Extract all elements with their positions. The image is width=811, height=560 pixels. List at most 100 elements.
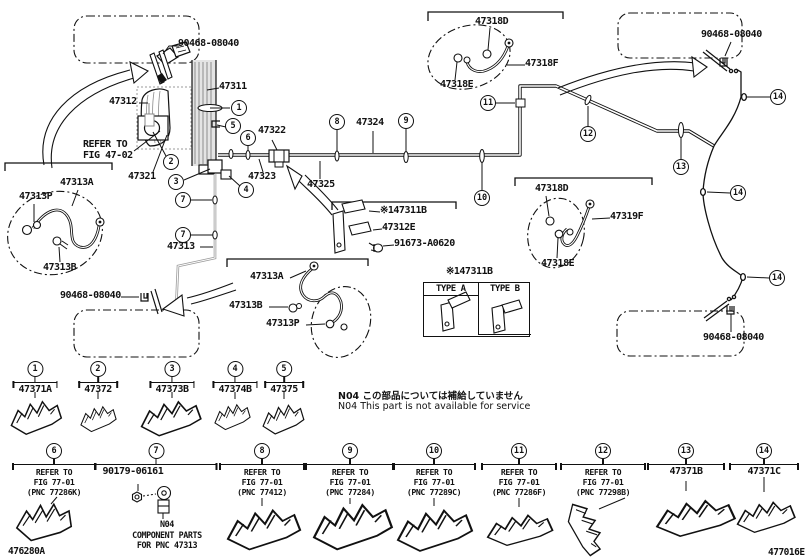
callout-5: 5 [225,118,241,134]
part-label-90468-08040-topleft: 90468-08040 [178,38,239,49]
legend-part-label-90179-06161: 90179-06161 [94,463,218,477]
callout-leader-lines [33,27,770,519]
clip-icon-10 [396,509,474,553]
pin-90468-bottom-right [703,300,735,322]
n04-component-parts-note: N04 COMPONENT PARTS FOR PNC 47313 [132,519,202,550]
clip-icon-1 [10,401,63,435]
legend-tick [763,459,765,464]
part-label-47318D-top: 47318D [475,16,509,27]
pin-90468-top-right [702,49,731,72]
callout-10: 10 [474,190,490,206]
legend-tick [602,459,604,464]
callout-14b: 14 [730,185,746,201]
legend-callout-11: 11 [511,443,527,459]
legend-callout-2: 2 [89,361,106,377]
part-label-47313A-center: 47313A [250,271,284,282]
callout-3: 3 [168,174,184,190]
legend-tick [518,459,520,464]
part-label-47324: 47324 [356,117,384,128]
legend-tick [283,377,285,382]
part-label-47322: 47322 [258,125,286,136]
part-label-47321: 47321 [128,171,156,182]
callout-14c: 14 [769,270,785,286]
dashed-leader [142,493,157,497]
legend-callout-1: 1 [27,361,43,377]
part-label-90468-08040-bottomright: 90468-08040 [703,332,764,343]
type-a-header: TYPE A [424,283,478,296]
legend-item-14: 14 47371C [729,443,799,477]
legend-tick [53,459,55,464]
part-label-47318E-mid: 47318E [541,258,575,269]
legend-item-9: 9 REFER TO FIG 77-01 (PNC 77284) [305,443,395,497]
legend-item-12: 12 REFER TO FIG 77-01 (PNC 77298B) [560,443,646,497]
main-brake-tube [218,84,715,168]
legend-callout-4: 4 [227,361,243,377]
clip-icon-3 [140,401,202,437]
part-label-47313B-left: 47313B [43,262,77,273]
legend-tick [349,459,351,464]
legend-item-5: 5 47375 [264,361,304,395]
part-label-47313P-center: 47313P [266,318,300,329]
part-label-47313A-left: 47313A [60,177,94,188]
legend-refer-label-6: REFER TO FIG 77-01 (PNC 77286K) [12,463,96,497]
group-brackets [4,11,653,267]
part-label-47319F: 47319F [610,211,644,222]
legend-item-1: 1 47371A [12,361,58,395]
part-label-47313: 47313 [167,241,195,252]
part-label-47312: 47312 [109,96,137,107]
callout-9: 9 [398,113,414,129]
n04-note-japanese: N04 この部品については補給していません [338,391,523,402]
legend-callout-5: 5 [275,361,292,377]
clip-icon-14 [736,501,796,534]
clip-icon-6 [14,498,75,547]
legend-part-label-47371A: 47371A [12,381,58,395]
part-label-47311: 47311 [219,81,247,92]
legend-clip-icons [10,401,796,560]
part-label-90468-08040-bottomleft: 90468-08040 [60,290,121,301]
front-hose-left-drawing [21,208,105,250]
legend-tick [261,459,263,464]
legend-tick [155,459,157,464]
part-label-47313B-center: 47313B [229,300,263,311]
callout-11: 11 [480,95,496,111]
callout-6: 6 [240,130,256,146]
abs-actuator-drawing [136,41,223,175]
legend-refer-label-8: REFER TO FIG 77-01 (PNC 77412) [219,463,305,497]
legend-item-7: 7 90179-06161 [94,443,218,477]
four-way-junction [207,159,232,180]
callout-14a: 14 [770,89,786,105]
part-label-47318E-top: 47318E [440,79,474,90]
clip-icon-13 [655,499,736,538]
rear-hose-47319F-drawing [545,199,595,247]
type-variant-table: TYPE A TYPE B [423,282,531,337]
callout-7b: 7 [175,227,191,243]
front-hose-center-drawing [288,261,348,331]
callout-13: 13 [673,159,689,175]
part-label-47318F: 47318F [525,58,559,69]
legend-refer-label-11: REFER TO FIG 77-01 (PNC 77286F) [481,463,557,497]
refer-fig-47-02-note: REFER TO FIG 47-02 [83,139,133,161]
legend-item-11: 11 REFER TO FIG 77-01 (PNC 77286F) [481,443,557,497]
figure-code-bottom-left: 476280A [8,546,45,557]
legend-part-label-47374B: 47374B [212,381,258,395]
part-label-47325: 47325 [307,179,335,190]
clip-icon-4 [214,404,251,431]
legend-item-6: 6 REFER TO FIG 77-01 (PNC 77286K) [12,443,96,497]
legend-tick [171,377,173,382]
legend-tick [34,377,36,382]
rear-hose-47318F-drawing [453,38,514,73]
callout-12: 12 [580,126,596,142]
callout-7a: 7 [175,192,191,208]
part-label-47318D-mid: 47318D [535,183,569,194]
rear-body-tube [699,68,748,302]
legend-callout-14: 14 [756,443,772,459]
legend-callout-12: 12 [595,443,611,459]
part-label-91673-A0620: 91673-A0620 [394,238,455,249]
legend-callout-8: 8 [254,443,270,459]
callout-2: 2 [163,154,179,170]
clip-icon-2 [80,406,117,433]
legend-tick [685,459,687,464]
legend-callout-3: 3 [164,361,180,377]
legend-item-4: 4 47374B [212,361,258,395]
